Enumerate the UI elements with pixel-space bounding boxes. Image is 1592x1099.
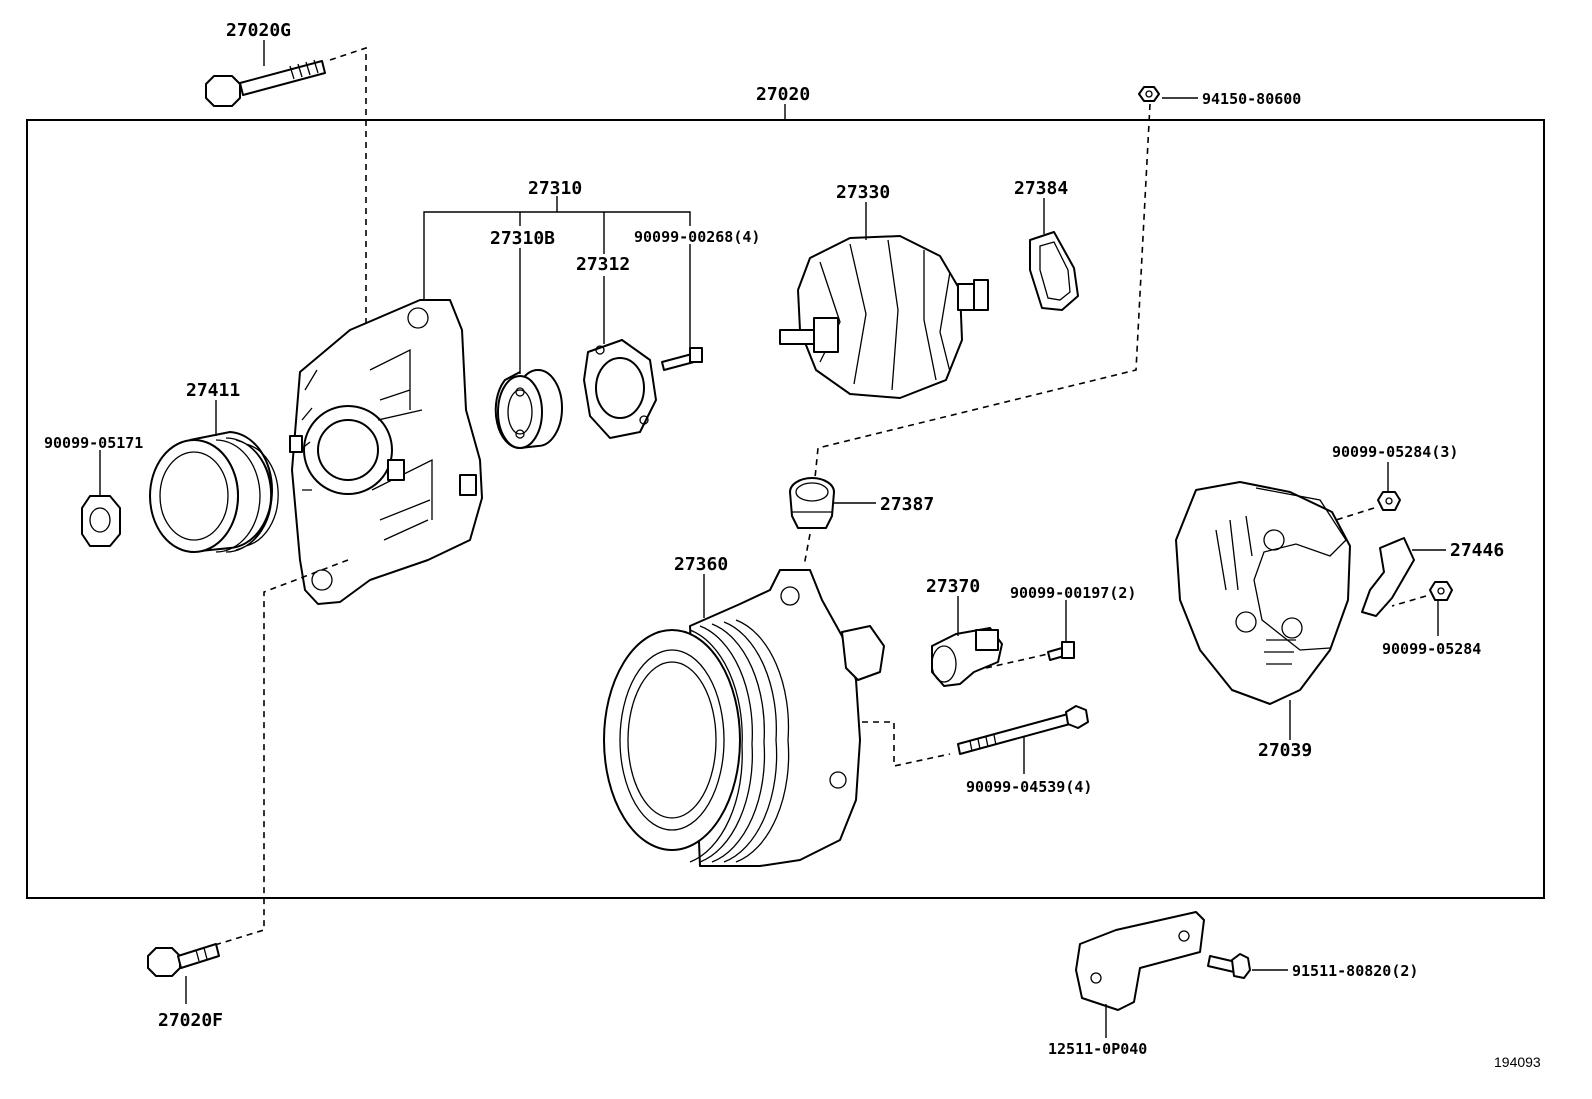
screw-90099-00197[interactable] bbox=[1047, 641, 1075, 661]
label-regulator: 27370 bbox=[926, 576, 980, 597]
nut-90099-05284-3[interactable] bbox=[1377, 491, 1401, 511]
regulator-27370[interactable] bbox=[931, 627, 1003, 687]
rectifier-end-frame-27360[interactable] bbox=[603, 569, 885, 867]
label-grommet: 27387 bbox=[880, 494, 934, 515]
label-insulator: 27384 bbox=[1014, 178, 1068, 199]
retainer-plate-27312[interactable] bbox=[583, 339, 657, 439]
assembly-label: 27020 bbox=[756, 84, 810, 105]
label-retainer: 27312 bbox=[576, 254, 630, 275]
label-rectifier-end-frame: 27360 bbox=[674, 554, 728, 575]
label-pulley-nut: 90099-05171 bbox=[44, 434, 143, 452]
label-bolt-bottom: 27020F bbox=[158, 1010, 223, 1031]
label-through-bolt: 90099-04539(4) bbox=[966, 778, 1092, 796]
bracket-12511-0p040[interactable] bbox=[1075, 911, 1205, 1011]
pulley-27411[interactable] bbox=[149, 431, 279, 553]
label-end-cover-nut-3: 90099-05284(3) bbox=[1332, 443, 1458, 461]
label-rotor: 27330 bbox=[836, 182, 890, 203]
nut-94150-80600[interactable] bbox=[1138, 86, 1160, 102]
bolt-91511-80820[interactable] bbox=[1207, 953, 1251, 979]
rotor-27330[interactable] bbox=[779, 235, 989, 399]
insulator-27384[interactable] bbox=[1029, 231, 1079, 311]
label-retainer-screw: 90099-00268(4) bbox=[634, 228, 760, 246]
terminal-insulator-27446[interactable] bbox=[1361, 537, 1415, 617]
end-cover-27039[interactable] bbox=[1175, 481, 1351, 705]
screw-90099-00268[interactable] bbox=[661, 347, 703, 371]
label-nut-top: 94150-80600 bbox=[1202, 90, 1301, 108]
through-bolt-90099-04539[interactable] bbox=[957, 705, 1089, 755]
label-drive-frame: 27310 bbox=[528, 178, 582, 199]
pulley-nut-90099-05171[interactable] bbox=[81, 495, 121, 547]
grommet-27387[interactable] bbox=[789, 477, 835, 529]
drive-end-frame-27310[interactable] bbox=[289, 299, 483, 605]
nut-90099-05284[interactable] bbox=[1429, 581, 1453, 601]
bolt-27020g[interactable] bbox=[205, 59, 326, 107]
label-end-cover: 27039 bbox=[1258, 740, 1312, 761]
figure-reference-number: 194093 bbox=[1494, 1054, 1541, 1070]
label-pulley: 27411 bbox=[186, 380, 240, 401]
label-regulator-screw: 90099-00197(2) bbox=[1010, 584, 1136, 602]
bolt-27020f[interactable] bbox=[147, 943, 220, 977]
label-terminal-insulator: 27446 bbox=[1450, 540, 1504, 561]
bearing-27310b[interactable] bbox=[494, 369, 563, 450]
label-bearing: 27310B bbox=[490, 228, 555, 249]
label-bolt-top: 27020G bbox=[226, 20, 291, 41]
label-bracket: 12511-0P040 bbox=[1048, 1040, 1147, 1058]
label-end-cover-nut: 90099-05284 bbox=[1382, 640, 1481, 658]
label-bracket-bolt: 91511-80820(2) bbox=[1292, 962, 1418, 980]
